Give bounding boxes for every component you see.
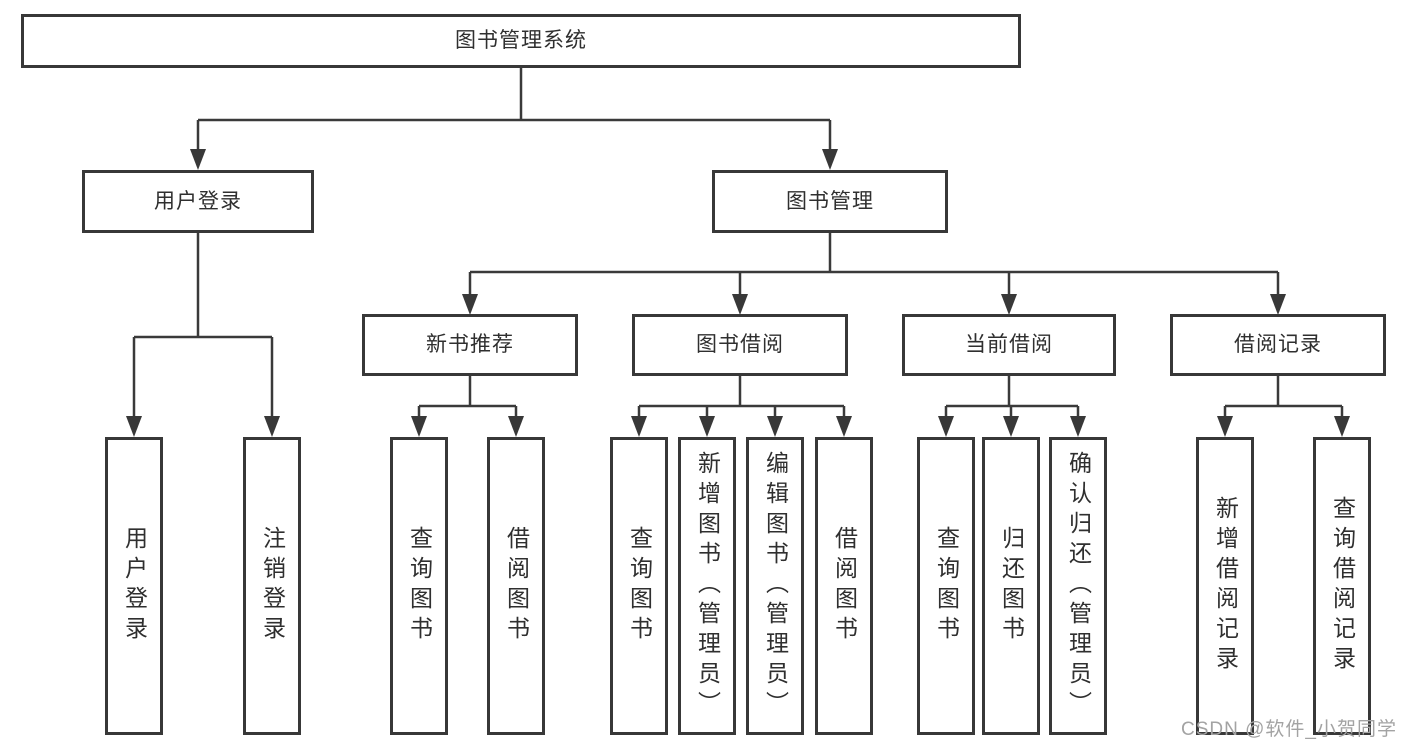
csdn-watermark: CSDN @软件_小贺同学	[1181, 719, 1397, 740]
node-leaf-query-book-3: 查询图书	[917, 437, 975, 735]
node-leaf-query-book-2: 查询图书	[610, 437, 668, 735]
connector-book-borrow-to-leaves	[637, 376, 846, 424]
arrow-icon	[938, 416, 954, 437]
arrow-icon	[1070, 416, 1086, 437]
arrow-icon	[767, 416, 783, 437]
node-leaf-borrow-book-1: 借阅图书	[487, 437, 545, 735]
node-label: 查询图书	[626, 526, 653, 646]
node-leaf-query-book-1: 查询图书	[390, 437, 448, 735]
node-label: 图书管理系统	[455, 29, 587, 53]
arrow-icon	[732, 294, 748, 315]
node-label: 查询图书	[933, 526, 960, 646]
node-label: 新增借阅记录	[1212, 496, 1239, 676]
node-label: 当前借阅	[965, 333, 1053, 357]
arrow-icon	[462, 294, 478, 315]
node-label: 图书管理	[786, 189, 874, 213]
node-book-borrow: 图书借阅	[632, 314, 848, 376]
node-current-borrow: 当前借阅	[902, 314, 1116, 376]
connector-new-book-to-leaves	[417, 376, 518, 424]
node-root: 图书管理系统	[21, 14, 1021, 68]
node-label: 查询图书	[406, 526, 433, 646]
node-leaf-edit-book-admin: 编辑图书（管理员）	[746, 437, 804, 735]
node-label: 查询借阅记录	[1329, 496, 1356, 676]
node-leaf-query-borrow-record: 查询借阅记录	[1313, 437, 1371, 735]
node-label: 用户登录	[154, 189, 242, 213]
node-label: 归还图书	[998, 526, 1025, 646]
node-label: 新增图书（管理员）	[694, 451, 721, 721]
arrow-icon	[699, 416, 715, 437]
arrow-icon	[190, 149, 206, 170]
node-label: 借阅记录	[1234, 333, 1322, 357]
node-label: 编辑图书（管理员）	[762, 451, 789, 721]
node-leaf-add-book-admin: 新增图书（管理员）	[678, 437, 736, 735]
node-leaf-user-login: 用户登录	[105, 437, 163, 735]
arrow-icon	[411, 416, 427, 437]
node-label: 新书推荐	[426, 333, 514, 357]
connector-user-login-to-leaves	[132, 233, 274, 424]
node-label: 借阅图书	[831, 526, 858, 646]
arrow-icon	[822, 149, 838, 170]
connector-root-to-level2	[196, 68, 832, 155]
node-label: 图书借阅	[696, 333, 784, 357]
arrow-icon	[836, 416, 852, 437]
node-new-book-recommend: 新书推荐	[362, 314, 578, 376]
node-label: 借阅图书	[503, 526, 530, 646]
node-leaf-logout: 注销登录	[243, 437, 301, 735]
node-leaf-confirm-return-admin: 确认归还（管理员）	[1049, 437, 1107, 735]
node-leaf-borrow-book-2: 借阅图书	[815, 437, 873, 735]
node-label: 注销登录	[259, 526, 286, 646]
arrow-icon	[1001, 294, 1017, 315]
node-label: 用户登录	[121, 526, 148, 646]
node-book-management: 图书管理	[712, 170, 948, 233]
connector-book-management-to-level3	[468, 233, 1280, 300]
node-user-login: 用户登录	[82, 170, 314, 233]
arrow-icon	[264, 416, 280, 437]
node-leaf-return-book: 归还图书	[982, 437, 1040, 735]
arrow-icon	[631, 416, 647, 437]
arrow-icon	[508, 416, 524, 437]
connector-borrow-record-to-leaves	[1223, 376, 1344, 424]
node-label: 确认归还（管理员）	[1065, 451, 1092, 721]
arrow-icon	[1334, 416, 1350, 437]
connector-current-borrow-to-leaves	[944, 376, 1080, 424]
node-leaf-add-borrow-record: 新增借阅记录	[1196, 437, 1254, 735]
arrow-icon	[1270, 294, 1286, 315]
arrow-icon	[126, 416, 142, 437]
arrow-icon	[1003, 416, 1019, 437]
arrow-icon	[1217, 416, 1233, 437]
node-borrow-record: 借阅记录	[1170, 314, 1386, 376]
